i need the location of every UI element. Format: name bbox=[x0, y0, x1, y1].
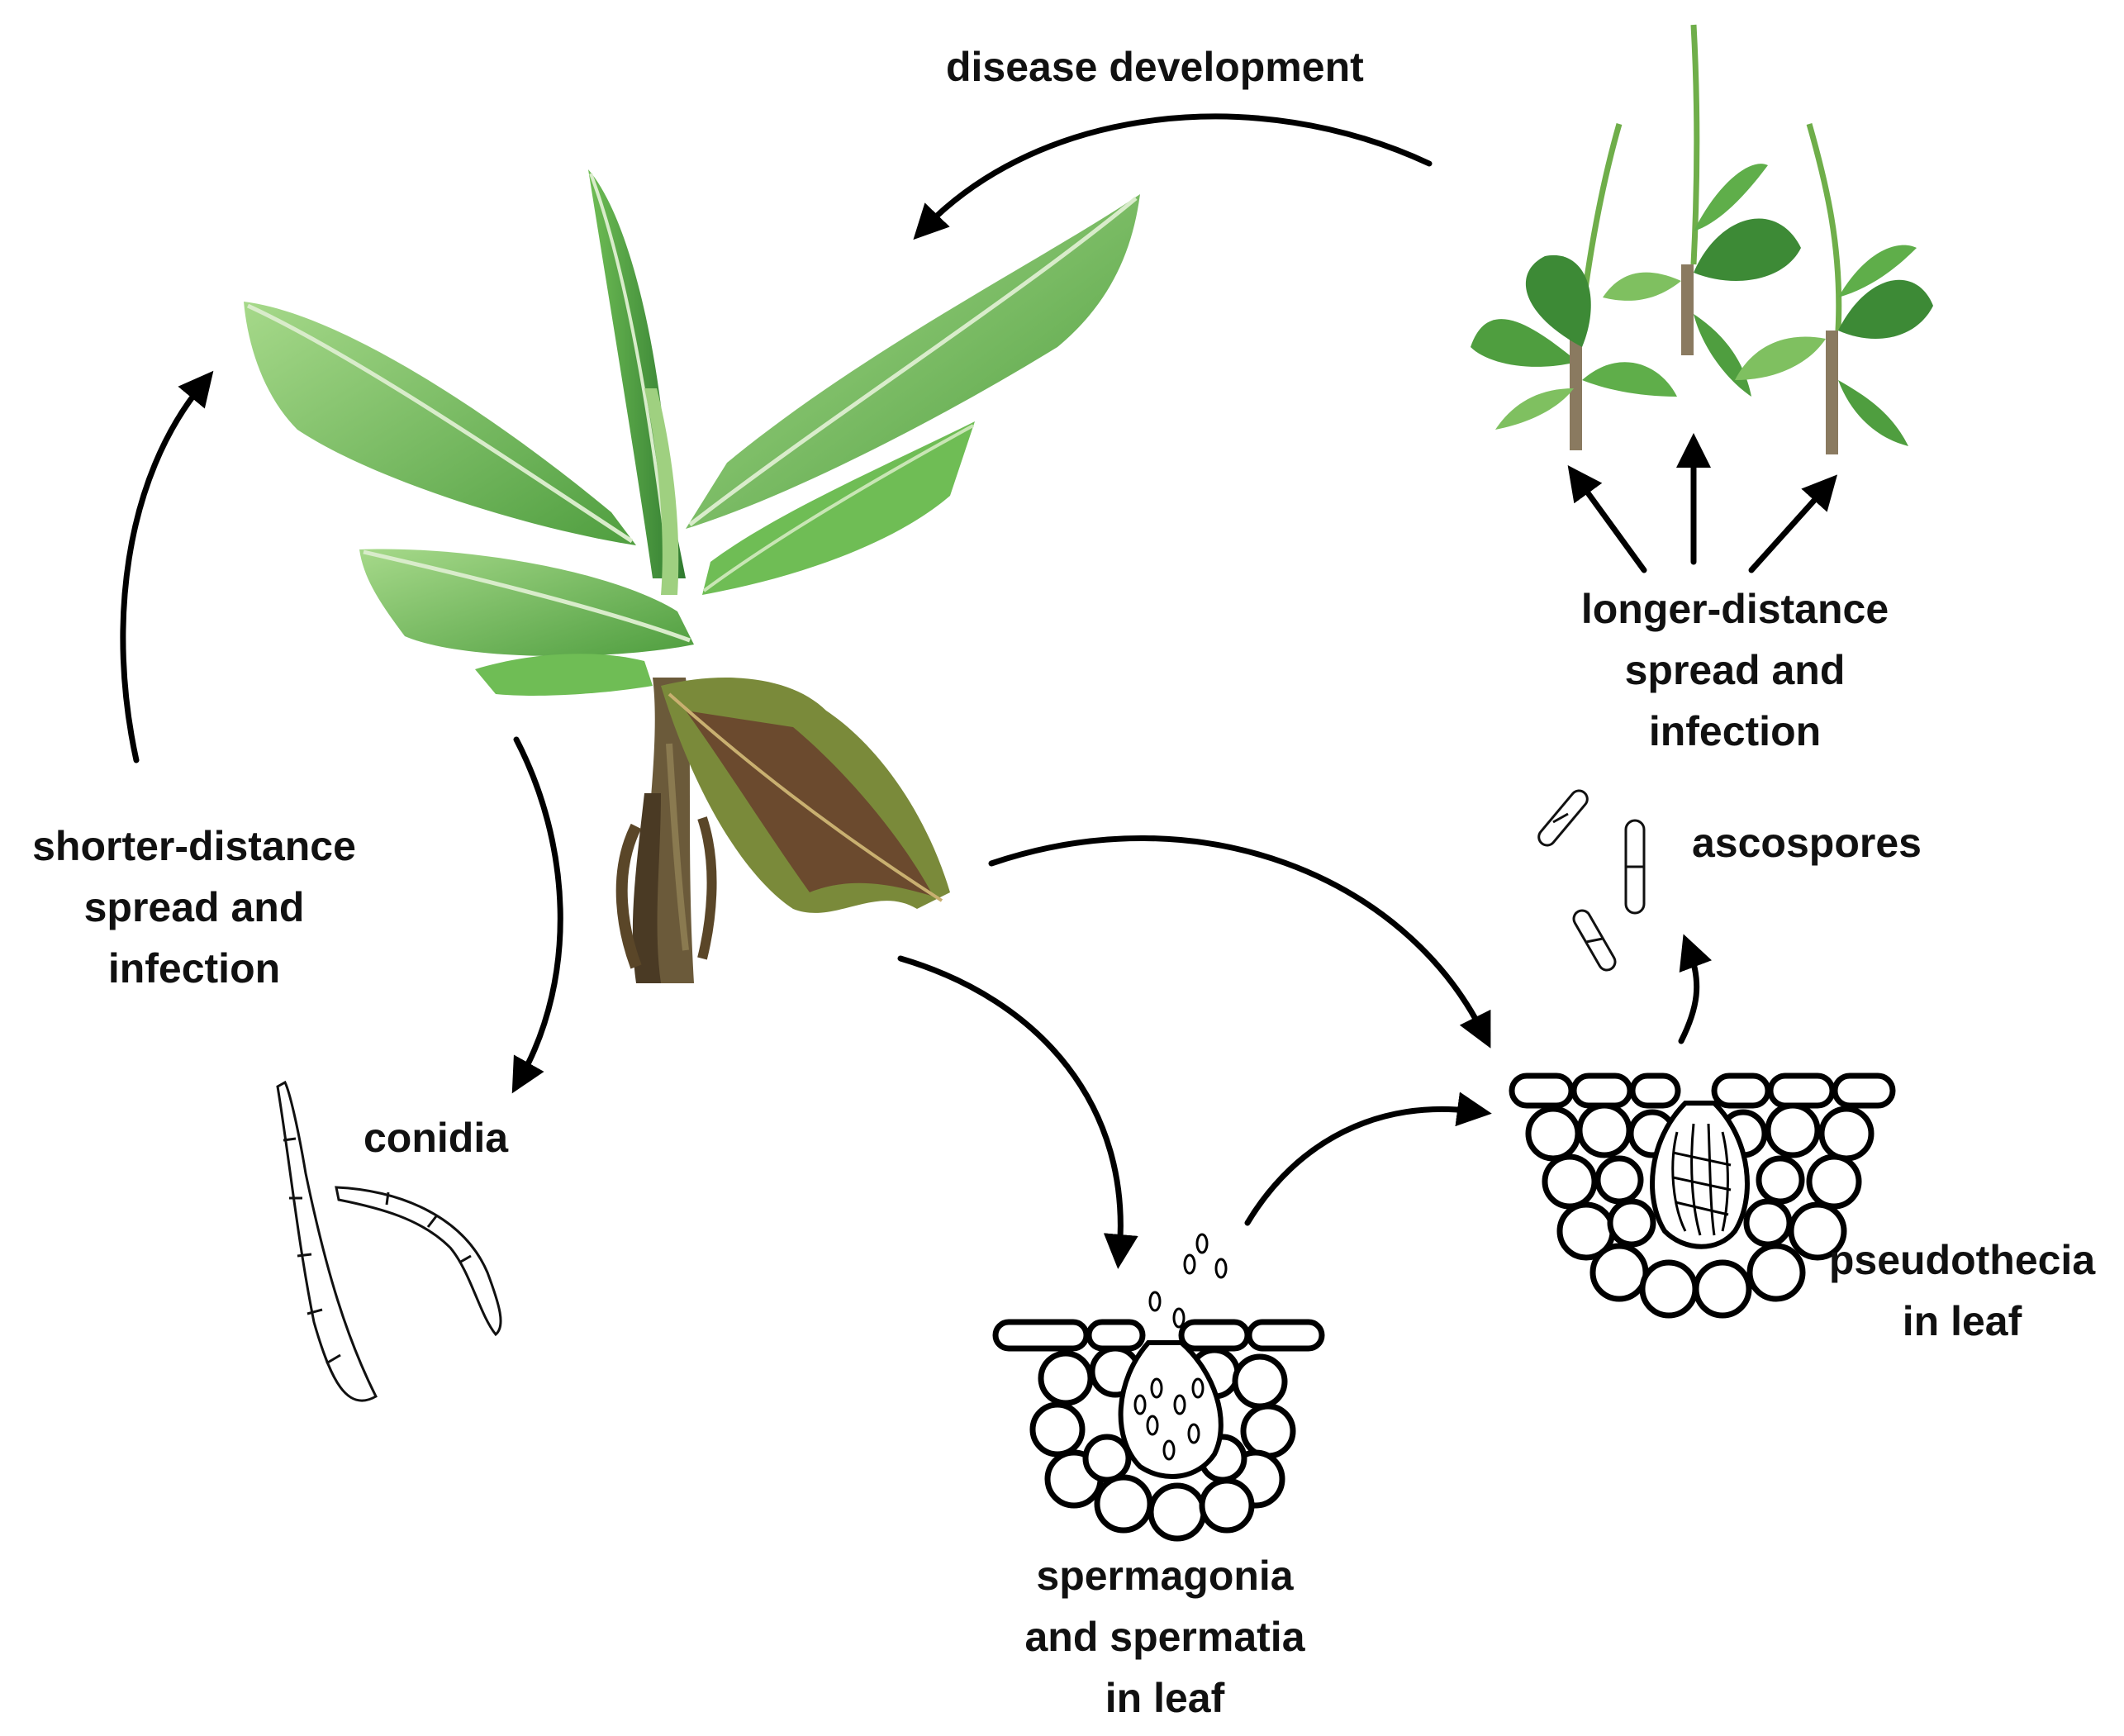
arrow-longer-right bbox=[1748, 474, 1838, 573]
label-line: and spermatia bbox=[1024, 1614, 1305, 1660]
arrow-spermagonia-to-pseudothecia bbox=[1244, 1092, 1492, 1226]
label-conidia: conidia bbox=[364, 1107, 508, 1168]
label-line: in leaf bbox=[1105, 1675, 1225, 1721]
arrow-to-conidia bbox=[511, 736, 563, 1094]
label-ascospores: ascospores bbox=[1692, 812, 1922, 873]
label-line: pseudothecia bbox=[1828, 1237, 2096, 1283]
label-disease-development: disease development bbox=[946, 36, 1364, 98]
label-line: ascospores bbox=[1692, 820, 1922, 866]
pseudothecium-icon bbox=[1509, 1073, 1896, 1319]
label-shorter-distance: shorter-distance spread and infection bbox=[17, 816, 372, 999]
label-line: shorter-distance bbox=[32, 823, 356, 869]
banana-plant-icon bbox=[244, 169, 1140, 983]
arrow-to-spermagonia bbox=[897, 955, 1138, 1269]
arrow-to-pseudothecia bbox=[988, 835, 1491, 1049]
label-line: infection bbox=[1648, 708, 1822, 754]
label-spermagonia: spermagonia and spermatia in leaf bbox=[979, 1545, 1351, 1729]
label-line: conidia bbox=[364, 1115, 509, 1161]
label-line: spread and bbox=[83, 884, 305, 930]
label-line: in leaf bbox=[1902, 1298, 2022, 1344]
label-longer-distance: longer-distance spread and infection bbox=[1561, 578, 1908, 762]
arrow-shorter-distance-up bbox=[120, 370, 214, 763]
ascospores-icon bbox=[1537, 789, 1646, 972]
label-line: infection bbox=[107, 945, 281, 992]
young-banana-plants-icon bbox=[1471, 24, 1933, 454]
label-line: disease development bbox=[946, 44, 1364, 90]
arrow-to-ascospores bbox=[1678, 934, 1713, 1044]
label-line: spread and bbox=[1624, 647, 1846, 693]
arrow-disease-development bbox=[913, 113, 1433, 240]
spermagonium-icon bbox=[992, 1233, 1325, 1542]
label-line: longer-distance bbox=[1580, 586, 1889, 632]
arrow-longer-left bbox=[1567, 465, 1647, 573]
label-line: spermagonia bbox=[1036, 1553, 1294, 1599]
label-pseudothecia: pseudothecia in leaf bbox=[1813, 1229, 2111, 1352]
conidia-icon bbox=[276, 1080, 502, 1402]
